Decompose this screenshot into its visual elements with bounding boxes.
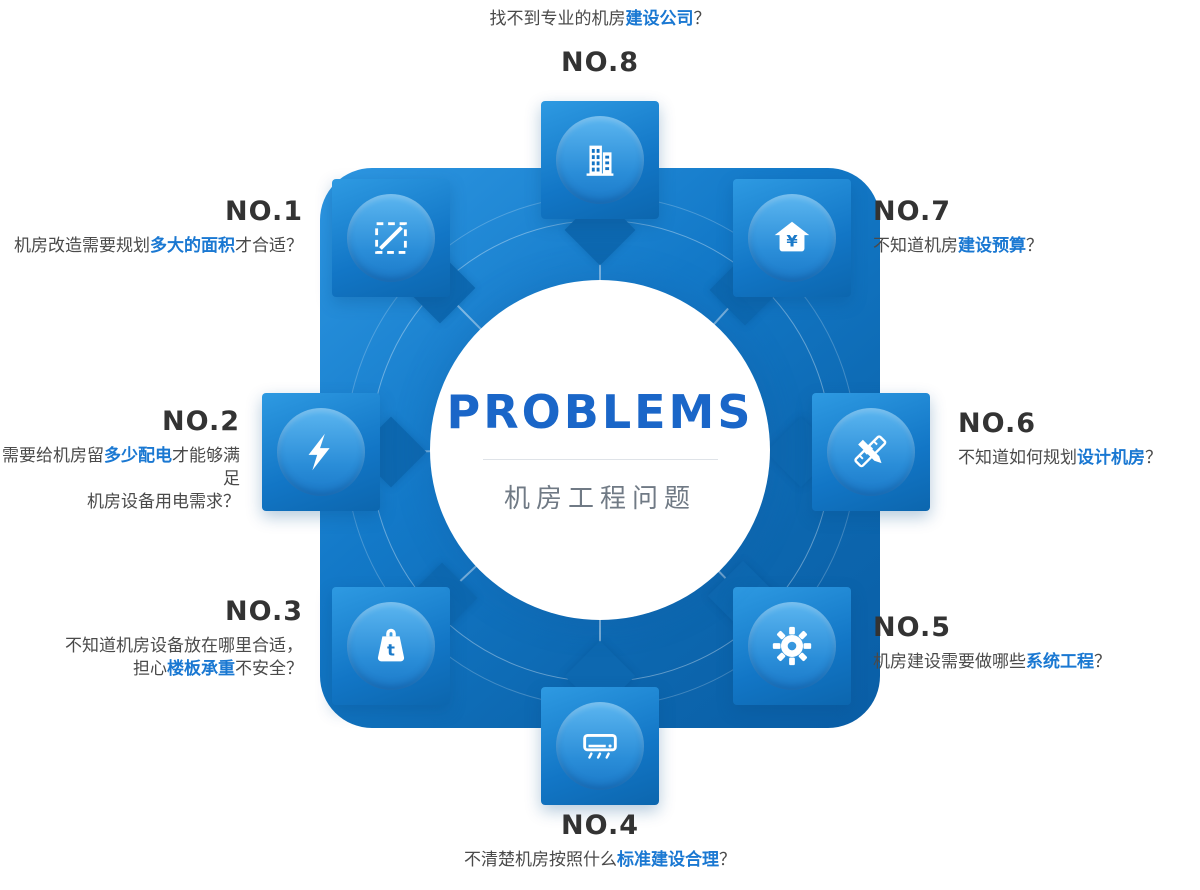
problem-label-4: NO.4 不清楚机房按照什么标准建设合理？: [0, 810, 1200, 872]
desc-highlight: 标准建设合理: [617, 850, 719, 870]
item-number-1: NO.1: [225, 196, 303, 227]
problem-tile-6: [812, 393, 930, 511]
design-tools-icon: [854, 435, 887, 468]
problem-label-5: NO.5 机房建设需要做哪些系统工程？: [873, 612, 1111, 674]
desc-text: 机房设备用电需求？: [87, 491, 240, 512]
desc-text: 机房建设需要做哪些: [873, 652, 1026, 672]
desc-text: ？: [1145, 448, 1162, 468]
desc-line: 机房设备用电需求？: [0, 491, 240, 514]
problem-tile-1: [332, 179, 450, 297]
desc-text: 不清楚机房按照什么: [464, 850, 617, 870]
desc-highlight: 楼板承重: [167, 658, 235, 679]
item-description-6: 不知道如何规划设计机房？: [958, 447, 1162, 470]
desc-text: 不知道机房: [873, 236, 958, 256]
problem-tile-5: [733, 587, 851, 705]
air-conditioner-icon: [583, 734, 617, 759]
desc-text: ？: [1094, 652, 1111, 672]
tile-circle-5: [748, 602, 836, 690]
problem-tile-8: [541, 101, 659, 219]
desc-highlight: 设计机房: [1077, 448, 1145, 468]
problem-tile-7: ¥: [733, 179, 851, 297]
desc-text: 不知道机房设备放在哪里合适，: [65, 636, 303, 656]
center-circle: PROBLEMS 机房工程问题: [430, 280, 770, 620]
item-number-2: NO.2: [162, 406, 240, 437]
tile-circle-7: ¥: [748, 194, 836, 282]
item-description-2: 需要给机房留多少配电才能够满足 机房设备用电需求？: [0, 445, 240, 514]
desc-highlight: 多大的面积: [150, 236, 235, 256]
desc-line: 担心楼板承重不安全？: [65, 658, 303, 681]
center-title: PROBLEMS: [446, 385, 754, 439]
desc-text: 不知道如何规划: [958, 448, 1077, 468]
building-icon: [586, 145, 614, 176]
problem-label-7: NO.7 不知道机房建设预算？: [873, 196, 1043, 258]
budget-house-icon: ¥: [774, 221, 810, 252]
lightning-icon: [308, 433, 330, 471]
desc-highlight: 多少配电: [104, 446, 172, 466]
tile-circle-8: [556, 116, 644, 204]
desc-line: 需要给机房留多少配电才能够满足: [0, 445, 240, 491]
desc-text: 不安全？: [235, 658, 303, 679]
problem-tile-2: [262, 393, 380, 511]
item-description-3: 不知道机房设备放在哪里合适， 担心楼板承重不安全？: [65, 635, 303, 681]
tile-circle-4: [556, 702, 644, 790]
item-description-1: 机房改造需要规划多大的面积才合适？: [14, 235, 303, 258]
desc-text: ？: [693, 9, 711, 29]
item-number-3: NO.3: [225, 596, 303, 627]
desc-text: 才能够满足: [172, 446, 240, 489]
problem-label-3: NO.3 不知道机房设备放在哪里合适， 担心楼板承重不安全？: [65, 596, 303, 681]
problem-label-8: 找不到专业的机房建设公司？ NO.8: [0, 8, 1200, 78]
item-number-7: NO.7: [873, 196, 951, 227]
weight-icon: t: [377, 628, 405, 662]
desc-text: 需要给机房留: [2, 446, 104, 466]
desc-text: 担心: [133, 658, 167, 679]
desc-text: ？: [1026, 236, 1043, 256]
problem-label-2: NO.2 需要给机房留多少配电才能够满足 机房设备用电需求？: [0, 406, 240, 514]
svg-text:¥: ¥: [786, 232, 798, 251]
desc-line: 不知道机房设备放在哪里合适，: [65, 635, 303, 658]
problem-label-6: NO.6 不知道如何规划设计机房？: [958, 408, 1162, 470]
center-subtitle: 机房工程问题: [503, 484, 696, 514]
desc-highlight: 系统工程: [1026, 652, 1094, 672]
desc-text: 才合适？: [235, 236, 303, 256]
desc-text: 找不到专业的机房: [489, 9, 626, 29]
desc-highlight: 建设预算: [958, 236, 1026, 256]
item-description-8: 找不到专业的机房建设公司？: [0, 8, 1200, 31]
desc-text: 机房改造需要规划: [14, 236, 150, 256]
problem-tile-3: t: [332, 587, 450, 705]
desc-highlight: 建设公司: [625, 9, 694, 29]
problem-label-1: NO.1 机房改造需要规划多大的面积才合适？: [14, 196, 303, 258]
item-description-7: 不知道机房建设预算？: [873, 235, 1043, 258]
item-number-6: NO.6: [958, 408, 1036, 439]
item-number-8: NO.8: [561, 46, 639, 78]
desc-text: ？: [719, 850, 736, 870]
problem-tile-4: [541, 687, 659, 805]
tile-circle-2: [277, 408, 365, 496]
center-divider: [482, 459, 718, 460]
gear-icon: [772, 626, 812, 666]
item-number-4: NO.4: [561, 810, 639, 841]
item-description-5: 机房建设需要做哪些系统工程？: [873, 651, 1111, 674]
item-description-4: 不清楚机房按照什么标准建设合理？: [0, 849, 1200, 872]
tile-circle-6: [827, 408, 915, 496]
area-measure-icon: [375, 222, 407, 254]
tile-circle-1: [347, 194, 435, 282]
item-number-5: NO.5: [873, 612, 951, 643]
tile-circle-3: t: [347, 602, 435, 690]
svg-text:t: t: [387, 641, 395, 660]
